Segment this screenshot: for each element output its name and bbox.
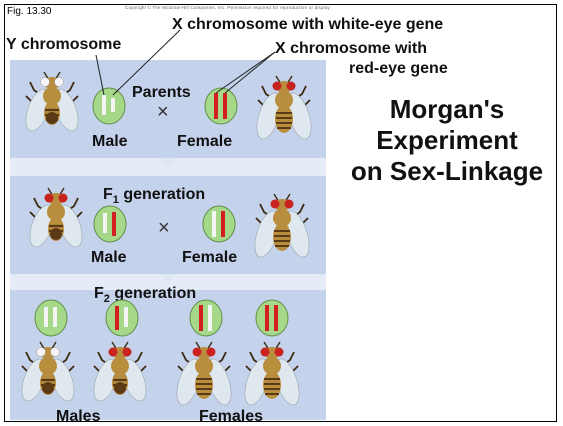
f1-cross: × <box>158 217 170 239</box>
parents-female-label: Female <box>177 133 232 150</box>
label-x-white: X chromosome with white-eye gene <box>172 16 443 33</box>
parents-male-label: Male <box>92 133 128 150</box>
parent-male-chromosome-pair <box>93 88 125 124</box>
f2-chromosome-1 <box>35 300 67 336</box>
title-line-2: Experiment <box>326 125 563 156</box>
label-y-chromosome: Y chromosome <box>6 36 121 53</box>
title-line-1: Morgan's <box>326 94 563 125</box>
f2-chromosome-3 <box>190 300 222 336</box>
title-line-3: on Sex-Linkage <box>326 156 563 187</box>
f2-females-label: Females <box>199 408 263 425</box>
f1-female-chromosome-pair <box>203 206 235 242</box>
f2-chromosome-4 <box>256 300 288 336</box>
f2-males-label: Males <box>56 408 101 425</box>
parent-female-chromosome-pair <box>205 88 237 124</box>
f1-female-label: Female <box>182 249 237 266</box>
parents-heading: Parents <box>132 84 191 101</box>
f2-chromosome-2 <box>106 300 138 336</box>
label-x-red-line2: red-eye gene <box>349 60 448 77</box>
f1-male-label: Male <box>91 249 127 266</box>
diagram-title: Morgan's Experiment on Sex-Linkage <box>326 94 563 187</box>
parents-cross: × <box>157 101 169 123</box>
f1-male-chromosome-pair <box>94 206 126 242</box>
label-x-red-line1: X chromosome with <box>275 40 427 57</box>
